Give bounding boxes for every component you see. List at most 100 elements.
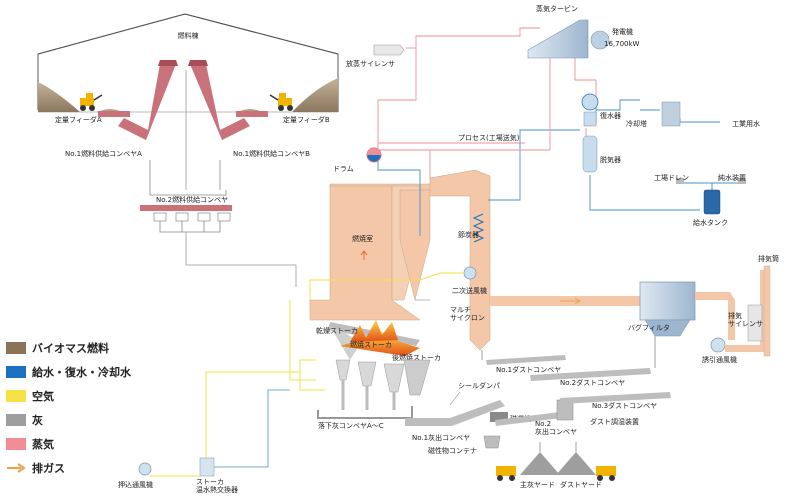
svg-text:工場ドレン: 工場ドレン — [654, 173, 689, 182]
stoker-heat-exchanger: ストーカ温水熱交換器 — [196, 457, 238, 494]
condenser: 復水器 — [581, 93, 621, 127]
legend-swatch — [6, 342, 26, 354]
svg-text:No.3ダストコンベヤ: No.3ダストコンベヤ — [592, 401, 657, 410]
legend-label: 灰 — [32, 414, 43, 427]
svg-text:蒸気タービン: 蒸気タービン — [536, 4, 578, 13]
feed-tank: 給水タンク — [693, 189, 728, 227]
svg-text:放蒸サイレンサ: 放蒸サイレンサ — [346, 59, 395, 68]
pure-water-unit: 純水装置 — [718, 173, 746, 184]
legend-label: 給水・復水・冷却水 — [32, 366, 131, 379]
svg-text:落下灰コンベヤA〜C: 落下灰コンベヤA〜C — [318, 421, 384, 430]
feeder-b: 定量フィーダB — [236, 111, 330, 124]
dust-humidifier: ダスト調湿装置 — [556, 399, 639, 426]
legend: バイオマス燃料給水・復水・冷却水空気灰蒸気排ガス — [6, 336, 156, 480]
conveyor-2: No.2燃料供給コンベヤ — [140, 70, 297, 287]
svg-text:プロセス(工場送気): プロセス(工場送気) — [458, 133, 520, 142]
silencer: 放蒸サイレンサ — [346, 44, 405, 68]
forced-fan: 押込通風機 — [118, 462, 153, 489]
deaerator: 脱気器 — [582, 135, 621, 173]
legend-swatch — [6, 390, 26, 402]
exhaust-stack: 排気筒 — [758, 254, 779, 357]
biomass-pile-right — [292, 78, 338, 112]
svg-text:ストーカ温水熱交換器: ストーカ温水熱交換器 — [196, 478, 238, 494]
legend-item: 空気 — [6, 384, 156, 408]
svg-text:燃焼室: 燃焼室 — [352, 234, 373, 243]
fuel-building-label: 燃料棟 — [178, 31, 199, 40]
svg-text:マルチサイクロン: マルチサイクロン — [450, 306, 485, 322]
bag-filter: バグフィルタ — [628, 281, 696, 337]
induced-fan: 誘引通風機 — [702, 337, 737, 364]
steam-lines — [377, 27, 597, 180]
svg-text:乾燥ストーカ: 乾燥ストーカ — [316, 326, 358, 335]
svg-text:脱気器: 脱気器 — [600, 155, 621, 164]
legend-swatch — [6, 366, 26, 378]
svg-text:ダストヤード: ダストヤード — [560, 480, 602, 489]
legend-item: 給水・復水・冷却水 — [6, 360, 156, 384]
svg-text:No.1燃料供給コンベヤB: No.1燃料供給コンベヤB — [233, 149, 310, 158]
svg-text:節炭器: 節炭器 — [458, 230, 479, 239]
legend-label: 空気 — [32, 390, 54, 403]
dust-conveyors: No.1ダストコンベヤ No.2ダストコンベヤ No.3ダストコンベヤ — [481, 335, 671, 410]
flue-duct-up — [429, 169, 491, 351]
legend-item: 灰 — [6, 408, 156, 432]
svg-text:主灰ヤード: 主灰ヤード — [520, 480, 555, 489]
yards: 主灰ヤード ダストヤード — [496, 442, 616, 489]
conveyor-b — [190, 64, 250, 140]
water-lines — [377, 99, 742, 236]
boiler: 燃焼室 節炭器 乾燥ストーカ 燃焼ストーカ 後燃焼ストーカ — [309, 169, 491, 396]
svg-text:定量フィーダB: 定量フィーダB — [283, 115, 330, 124]
svg-text:ドラム: ドラム — [333, 165, 354, 173]
svg-text:復水器: 復水器 — [600, 111, 621, 120]
svg-text:No.1燃料供給コンベヤA: No.1燃料供給コンベヤA — [65, 149, 142, 158]
loader-left — [80, 93, 103, 111]
svg-text:No.2ダストコンベヤ: No.2ダストコンベヤ — [560, 378, 625, 387]
economizer-coil — [472, 213, 485, 243]
fire — [340, 332, 420, 356]
biomass-pile-left — [38, 82, 80, 112]
legend-swatch — [6, 414, 26, 426]
svg-text:後燃焼ストーカ: 後燃焼ストーカ — [392, 353, 441, 362]
svg-text:誘引通風機: 誘引通風機 — [702, 355, 737, 364]
svg-text:ダスト調湿装置: ダスト調湿装置 — [590, 417, 639, 426]
svg-text:給水タンク: 給水タンク — [693, 218, 728, 227]
legend-label: バイオマス燃料 — [32, 342, 109, 355]
svg-text:No.2燃料供給コンベヤ: No.2燃料供給コンベヤ — [156, 195, 228, 204]
legend-swatch — [6, 438, 26, 450]
turbine: 蒸気タービン — [527, 4, 589, 59]
plant-drain: 工場ドレン — [654, 173, 689, 184]
loader-right — [269, 93, 293, 111]
svg-text:バグフィルタ: バグフィルタ — [628, 323, 670, 332]
exhaust-silencer: 排気サイレンサ — [728, 304, 763, 342]
svg-text:押込通風機: 押込通風機 — [118, 480, 153, 489]
fuel-building: 燃料棟 — [37, 13, 339, 113]
svg-text:磁性物コンテナ: 磁性物コンテナ — [428, 446, 477, 455]
svg-text:燃焼ストーカ: 燃焼ストーカ — [350, 340, 392, 349]
drop-ash-conveyor: 落下灰コンベヤA〜C — [317, 380, 413, 430]
generator: 発電機 16,700kW — [590, 27, 640, 50]
secondary-fan: 二次送風機 — [452, 266, 487, 295]
svg-text:発電機: 発電機 — [612, 27, 633, 36]
drum: ドラム — [333, 147, 382, 173]
svg-text:シールダンパ: シールダンパ — [458, 381, 500, 390]
dump-truck-left — [496, 466, 516, 481]
svg-text:排気筒: 排気筒 — [758, 254, 779, 263]
conveyor-a — [118, 64, 176, 140]
ash-conveyor-1: No.1灰出コンベヤ — [405, 400, 505, 442]
legend-swatch — [6, 462, 26, 474]
svg-text:純水装置: 純水装置 — [718, 173, 746, 182]
svg-text:16,700kW: 16,700kW — [604, 40, 640, 48]
air-lines — [150, 272, 463, 477]
svg-text:排気サイレンサ: 排気サイレンサ — [728, 311, 763, 328]
dump-truck-right — [596, 466, 616, 481]
legend-item: 蒸気 — [6, 432, 156, 456]
legend-label: 蒸気 — [32, 438, 54, 451]
feeder-a: 定量フィーダA — [55, 111, 130, 124]
cooling-tower: 冷却塔 — [626, 101, 681, 128]
svg-text:定量フィーダA: 定量フィーダA — [55, 115, 102, 124]
svg-text:冷却塔: 冷却塔 — [626, 119, 647, 128]
legend-label: 排ガス — [32, 462, 65, 475]
svg-text:No.1ダストコンベヤ: No.1ダストコンベヤ — [496, 365, 561, 374]
